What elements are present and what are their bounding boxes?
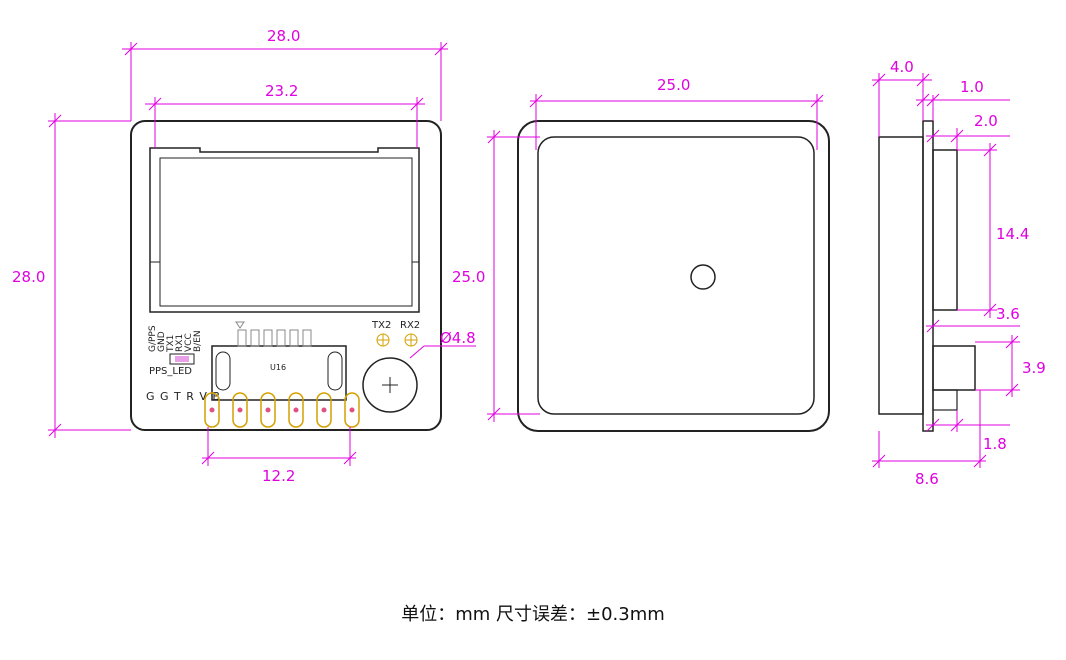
svg-text:B/EN: B/EN bbox=[193, 330, 203, 352]
dim-ant-height: 25.0 bbox=[452, 268, 485, 286]
dim-pin-pitch: 12.2 bbox=[262, 467, 295, 485]
antenna-view: 25.0 25.0 bbox=[452, 76, 830, 432]
dim-ant-width: 25.0 bbox=[657, 76, 690, 94]
dim-side-1: 1.0 bbox=[960, 78, 984, 96]
pps-led-label: PPS_LED bbox=[149, 366, 192, 377]
dim-lines-antenna bbox=[487, 94, 824, 422]
dim-side-18: 1.8 bbox=[983, 435, 1007, 453]
pin-name-labels: G/PPS GND TX1 RX1 VCC B/EN bbox=[148, 325, 203, 353]
dim-side-36: 3.6 bbox=[996, 305, 1020, 323]
dim-lines-side bbox=[872, 73, 1020, 468]
dim-side-39: 3.9 bbox=[1022, 359, 1046, 377]
pin-pads bbox=[204, 392, 360, 428]
side-connector bbox=[932, 345, 976, 391]
dim-inner-width: 23.2 bbox=[265, 82, 298, 100]
pcb-top-view: U16 G/PPS GND TX1 RX1 VCC B/EN PPS_LED G… bbox=[12, 27, 476, 485]
pin-letters: G G T R V B bbox=[146, 390, 221, 403]
battery-hole bbox=[362, 357, 418, 413]
antenna-feed-hole bbox=[690, 264, 716, 290]
dim-lines-top-view bbox=[48, 42, 476, 466]
pcb-outline bbox=[130, 120, 442, 431]
svg-text:RX1: RX1 bbox=[175, 334, 185, 352]
rx2-label: RX2 bbox=[400, 320, 420, 331]
chip-label: U16 bbox=[270, 363, 286, 372]
antenna-inner bbox=[537, 136, 815, 415]
side-module bbox=[932, 149, 958, 311]
svg-text:TX1: TX1 bbox=[166, 335, 176, 353]
footer-note: 单位：mm 尺寸误差：±0.3mm bbox=[401, 604, 665, 625]
pcb-module-frame bbox=[149, 147, 420, 313]
dim-side-86: 8.6 bbox=[915, 470, 939, 488]
pps-led bbox=[169, 353, 195, 365]
antenna-outer bbox=[517, 120, 830, 432]
pcb-module-window bbox=[159, 157, 413, 307]
svg-text:VCC: VCC bbox=[184, 333, 194, 352]
dim-hole: Ø4.8 bbox=[440, 329, 476, 347]
mechanical-drawing: U16 G/PPS GND TX1 RX1 VCC B/EN PPS_LED G… bbox=[12, 27, 1046, 488]
dim-side-4: 4.0 bbox=[890, 58, 914, 76]
tx2-label: TX2 bbox=[371, 320, 391, 331]
svg-text:G/PPS: G/PPS bbox=[148, 325, 158, 352]
side-pcb bbox=[922, 120, 934, 432]
side-view: 4.0 1.0 2.0 14.4 3.6 3.9 1.8 8.6 bbox=[872, 58, 1046, 488]
dim-left-height: 28.0 bbox=[12, 268, 45, 286]
dim-side-2: 2.0 bbox=[974, 112, 998, 130]
dim-top-width: 28.0 bbox=[267, 27, 300, 45]
side-antenna bbox=[878, 136, 924, 415]
dim-side-144: 14.4 bbox=[996, 225, 1029, 243]
chip-u16 bbox=[211, 345, 347, 401]
svg-text:GND: GND bbox=[157, 331, 167, 352]
